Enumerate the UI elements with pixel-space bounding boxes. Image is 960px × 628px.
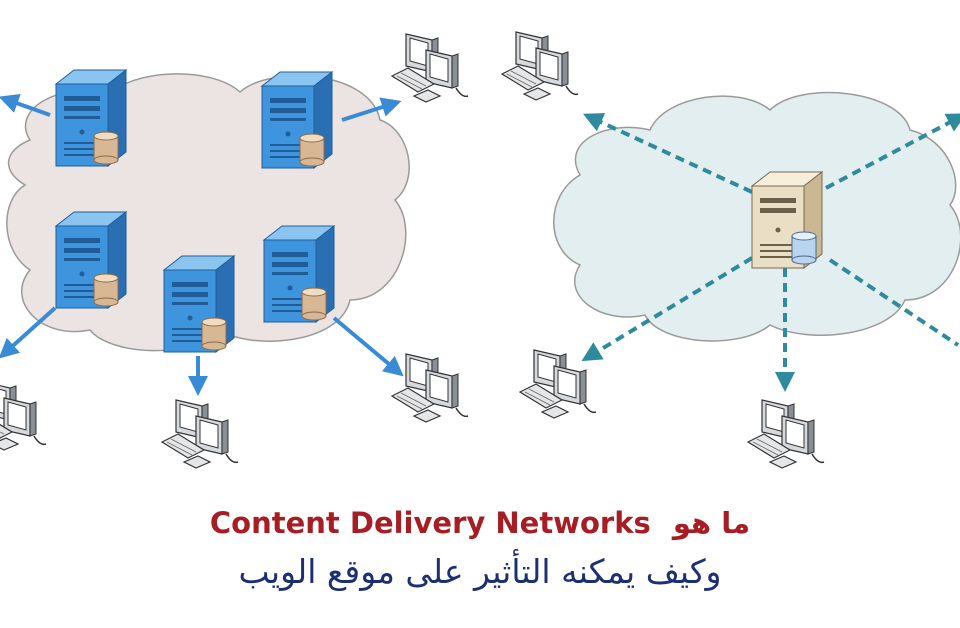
workstation-icon [519, 349, 597, 419]
solid-arrows [0, 93, 404, 396]
arrow-icon [0, 93, 51, 117]
title-arabic: ما هو [672, 506, 751, 540]
title-english: Content Delivery Networks [209, 506, 651, 540]
beige-server-icon [751, 171, 823, 269]
arrow-icon [332, 316, 404, 377]
blue-server-icon [55, 69, 127, 167]
arrow-icon [828, 258, 960, 347]
arrow-icon [341, 97, 402, 122]
blue-server-icon [55, 211, 127, 309]
blue-server-icon [163, 255, 235, 353]
workstation-icon [747, 399, 825, 469]
dashed-arrows [581, 113, 960, 392]
workstation-icon [0, 381, 47, 451]
workstation-icon [391, 33, 469, 103]
arrow-icon [581, 256, 754, 362]
blue-server-icon [263, 225, 335, 323]
arrow-icon [0, 306, 57, 359]
workstation-icon [391, 353, 469, 423]
workstation-icon [501, 31, 579, 101]
subtitle: وكيف يمكنه التأثير على موقع الويب [238, 552, 722, 591]
blue-server-icon [261, 71, 333, 169]
workstation-icon [161, 399, 239, 469]
cdn-diagram [0, 31, 960, 469]
page-title: ما هو Content Delivery Networks [0, 506, 960, 540]
arrow-icon [825, 113, 960, 190]
